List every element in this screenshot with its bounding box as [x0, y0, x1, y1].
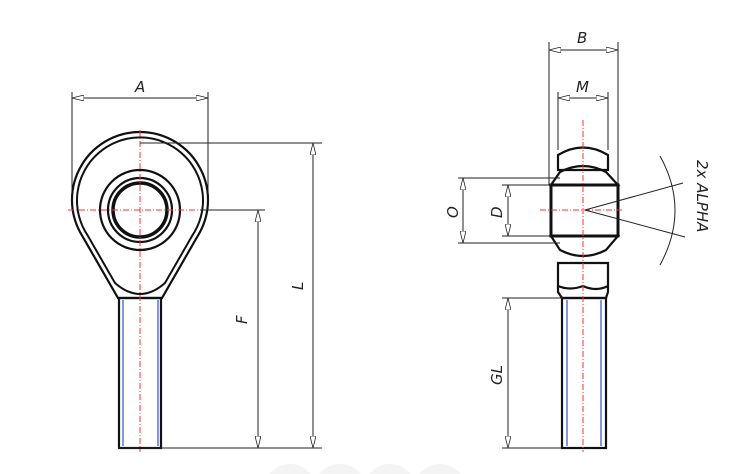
label-gl: GL	[488, 365, 506, 385]
carousel-dot[interactable]	[419, 463, 461, 474]
angle-arc	[659, 155, 676, 266]
label-o: O	[444, 206, 462, 218]
label-l: L	[289, 282, 307, 290]
carousel-dot[interactable]	[269, 463, 311, 474]
label-alpha: 2x ALPHA	[693, 160, 711, 232]
carousel-dots	[269, 463, 461, 474]
label-m: M	[576, 78, 589, 96]
label-f: F	[233, 315, 251, 324]
carousel-dot[interactable]	[319, 463, 361, 474]
side-view: B M O D GL 2x ALPHA	[444, 29, 711, 452]
label-d: D	[488, 206, 506, 218]
label-a: A	[134, 78, 145, 96]
carousel-dot[interactable]	[369, 463, 411, 474]
label-b: B	[577, 29, 587, 47]
front-view: A L F	[68, 78, 322, 452]
